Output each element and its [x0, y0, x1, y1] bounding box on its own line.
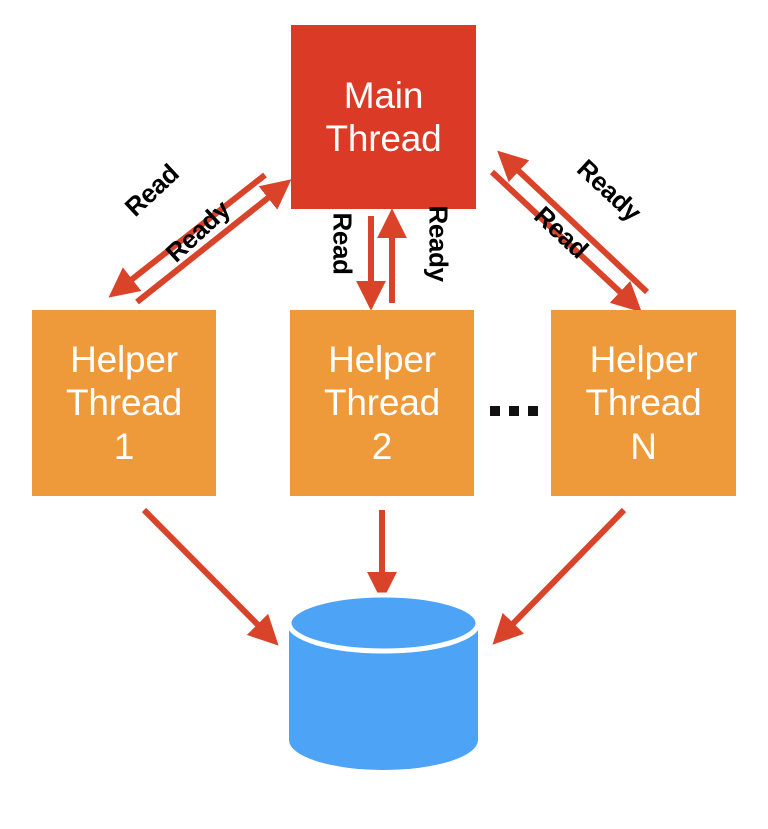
helper-thread-n-label-line3: N — [630, 425, 657, 467]
main-thread-label-line2: Thread — [325, 118, 442, 159]
ellipsis-dot — [490, 406, 500, 416]
edge-label-center-ready: Ready — [423, 205, 454, 282]
helper-thread-2-node[interactable]: Helper Thread 2 — [290, 310, 474, 496]
main-thread-node[interactable]: Main Thread — [291, 25, 476, 209]
arrow-ready-helper-n-to-main — [497, 150, 650, 295]
edge-label-center-read: Read — [327, 212, 358, 275]
helper-thread-2-label-line2: Thread — [323, 382, 441, 424]
helper-thread-n-label-line2: Thread — [585, 382, 702, 424]
arrow-read-main-to-helper-n — [489, 169, 642, 313]
arrow-ready-helper-1-to-main — [135, 179, 292, 305]
datastore-cylinder — [286, 592, 481, 770]
arrow-helper-n-to-datastore — [492, 507, 627, 645]
helper-thread-1-label-line1: Helper — [70, 339, 178, 381]
ellipsis-dot — [509, 406, 519, 416]
helper-thread-2-label-line3: 2 — [371, 425, 393, 467]
helper-thread-1-label-line2: Thread — [65, 382, 183, 424]
helper-thread-1-node[interactable]: Helper Thread 1 — [32, 310, 216, 496]
helper-thread-2-label-line1: Helper — [328, 339, 436, 381]
helper-thread-n-label-line1: Helper — [589, 339, 698, 381]
arrow-helper-1-to-datastore — [141, 507, 279, 646]
ellipsis-dot — [528, 406, 538, 416]
arrow-read-main-to-helper-1 — [108, 172, 267, 298]
helper-threads-ellipsis — [484, 398, 544, 424]
main-thread-label-line1: Main — [343, 74, 424, 116]
helper-thread-1-label-line3: 1 — [113, 425, 135, 467]
helper-thread-n-node[interactable]: Helper Thread N — [551, 310, 736, 496]
